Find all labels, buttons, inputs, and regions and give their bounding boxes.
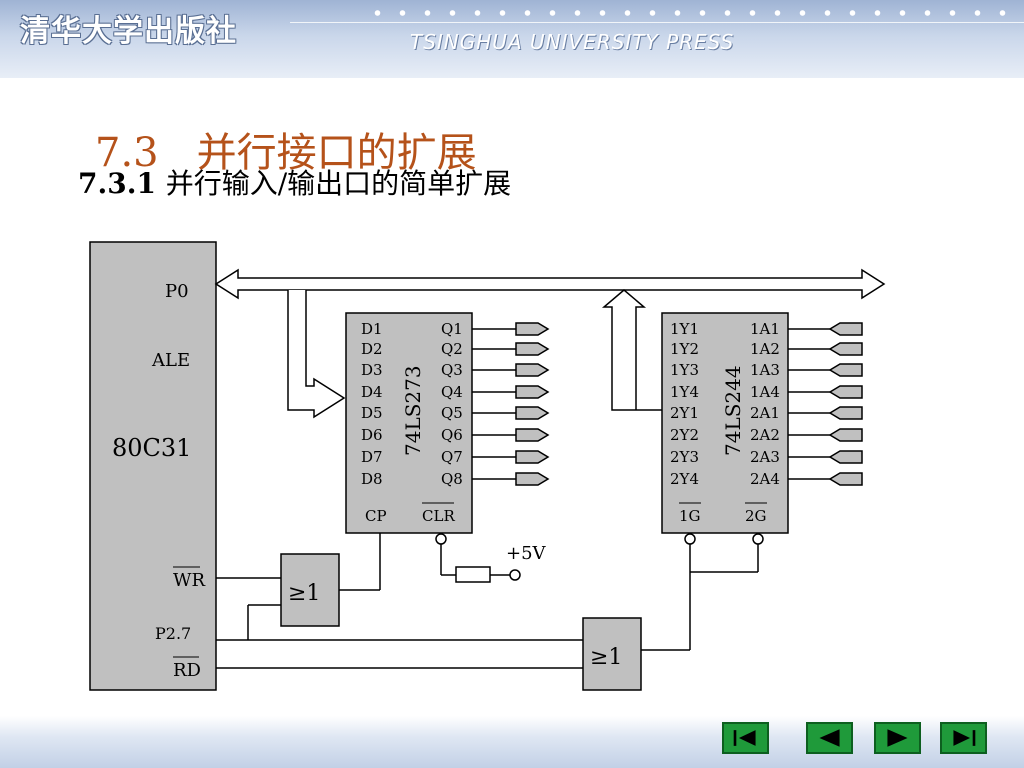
buffer-y-pin: 2Y1 — [670, 404, 699, 422]
output-terminal — [515, 450, 550, 464]
publisher-en: TSINGHUA UNIVERSITY PRESS — [410, 30, 735, 54]
header-banner: 清华大学出版社 TSINGHUA UNIVERSITY PRESS — [0, 0, 1024, 78]
buffer-a-pin: 2A4 — [750, 470, 780, 488]
latch-clr: CLR — [422, 507, 455, 525]
buffer-a-pin: 2A2 — [750, 426, 780, 444]
first-slide-button[interactable] — [722, 722, 769, 754]
or-gate-2 — [582, 617, 642, 691]
buffer-g2: 2G — [745, 507, 767, 525]
buffer-y-pin: 1Y1 — [670, 320, 699, 338]
latch-chip — [345, 312, 473, 534]
buffer-a-pin: 1A3 — [750, 361, 780, 379]
latch-q-pin: Q3 — [441, 361, 463, 379]
triangle-right-icon — [887, 729, 908, 747]
triangle-left-icon — [819, 729, 840, 747]
output-terminal — [515, 385, 550, 399]
latch-d-pin: D8 — [361, 470, 383, 488]
banner-dots — [365, 9, 1015, 17]
publisher-cn: 清华大学出版社 — [20, 14, 237, 49]
output-terminal — [515, 472, 550, 486]
next-slide-button[interactable] — [874, 722, 921, 754]
buffer-a-pin: 1A1 — [750, 320, 780, 338]
g2-bubble — [752, 533, 764, 545]
buffer-chip — [661, 312, 789, 534]
latch-q-pin: Q1 — [441, 320, 463, 338]
previous-slide-button[interactable] — [806, 722, 853, 754]
latch-d-pin: D6 — [361, 426, 383, 444]
mcu-chip — [89, 241, 217, 691]
mcu-pin-ale: ALE — [151, 350, 190, 371]
latch-d-pin: D1 — [361, 320, 383, 338]
subsection-title-text: 并行输入/输出口的简单扩展 — [165, 167, 512, 200]
latch-cp: CP — [365, 507, 387, 525]
latch-d-pin: D2 — [361, 340, 383, 358]
last-slide-button[interactable] — [940, 722, 987, 754]
input-terminal — [828, 428, 863, 442]
buffer-a-pin: 1A4 — [750, 383, 780, 401]
vcc-label: +5V — [506, 543, 547, 564]
clr-bubble — [435, 533, 447, 545]
section-title: 7.3 并行接口的扩展 — [95, 120, 477, 178]
output-terminal — [515, 363, 550, 377]
bus-to-latch — [287, 290, 346, 419]
buffer-y-pin: 1Y3 — [670, 361, 699, 379]
section-number: 7.3 — [95, 130, 159, 176]
latch-name: 74LS273 — [401, 365, 425, 456]
footer-bar — [0, 716, 1024, 768]
banner-divider — [290, 22, 1024, 23]
output-terminal — [515, 342, 550, 356]
latch-d-pin: D7 — [361, 448, 383, 466]
buffer-y-pin: 2Y3 — [670, 448, 699, 466]
latch-q-pin: Q6 — [441, 426, 463, 444]
buffer-y-pin: 2Y4 — [670, 470, 699, 488]
mcu-pin-p27: P2.7 — [155, 624, 191, 643]
buffer-a-pin: 2A1 — [750, 404, 780, 422]
input-terminal — [828, 342, 863, 356]
buffer-a-pin: 2A3 — [750, 448, 780, 466]
latch-q-pin: Q5 — [441, 404, 463, 422]
vcc-terminal — [509, 569, 521, 581]
buffer-y-pin: 1Y4 — [670, 383, 699, 401]
output-terminal — [515, 406, 550, 420]
buffer-name: 74LS244 — [721, 365, 745, 456]
skip-forward-icon — [953, 730, 976, 746]
latch-d-pin: D4 — [361, 383, 383, 401]
buffer-a-pin: 1A2 — [750, 340, 780, 358]
output-terminal — [515, 322, 550, 336]
input-terminal — [828, 450, 863, 464]
gate1-label: ≥1 — [288, 581, 320, 606]
input-terminal — [828, 472, 863, 486]
latch-q-pin: Q7 — [441, 448, 463, 466]
gate2-label: ≥1 — [590, 645, 622, 670]
mcu-pin-rd: RD — [173, 660, 201, 681]
input-terminal — [828, 385, 863, 399]
input-terminal — [828, 406, 863, 420]
pullup-resistor — [455, 566, 491, 583]
or-gate-1 — [280, 553, 340, 627]
latch-q-pin: Q8 — [441, 470, 463, 488]
mcu-pin-wr: WR — [173, 570, 206, 591]
mcu-pin-p0: P0 — [165, 281, 189, 302]
subsection-title: 7.3.1 并行输入/输出口的简单扩展 — [78, 162, 511, 202]
latch-q-pin: Q4 — [441, 383, 463, 401]
input-terminal — [828, 363, 863, 377]
input-terminal — [828, 322, 863, 336]
latch-q-pin: Q2 — [441, 340, 463, 358]
output-terminal — [515, 428, 550, 442]
bus-from-buffer — [601, 289, 662, 411]
buffer-y-pin: 1Y2 — [670, 340, 699, 358]
latch-d-pin: D5 — [361, 404, 383, 422]
data-bus — [214, 268, 886, 300]
section-title-text: 并行接口的扩展 — [196, 130, 477, 176]
buffer-y-pin: 2Y2 — [670, 426, 699, 444]
skip-back-icon — [733, 730, 756, 746]
latch-d-pin: D3 — [361, 361, 383, 379]
g1-bubble — [684, 533, 696, 545]
mcu-name: 80C31 — [112, 434, 191, 462]
subsection-number: 7.3.1 — [78, 167, 156, 200]
buffer-g1: 1G — [679, 507, 701, 525]
